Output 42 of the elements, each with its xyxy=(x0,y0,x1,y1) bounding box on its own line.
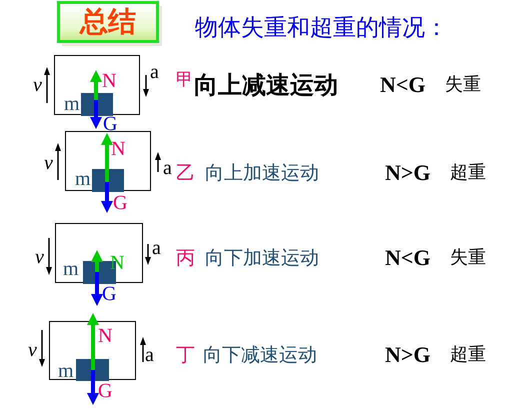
weight-state: 超重 xyxy=(450,346,486,364)
motion-description: 向下减速运动 xyxy=(203,346,317,364)
acceleration-label: a xyxy=(145,345,154,365)
force-label: N xyxy=(110,253,124,273)
force-label: N xyxy=(98,326,112,346)
acceleration-label: a xyxy=(150,62,159,82)
acceleration-label: a xyxy=(163,158,172,178)
mass-label: m xyxy=(63,259,79,279)
force-relation: N>G xyxy=(385,344,431,366)
case-letter: 丁 xyxy=(176,346,195,364)
motion-description: 向下加速运动 xyxy=(205,248,319,268)
velocity-label: v xyxy=(28,340,37,360)
acceleration-label: a xyxy=(152,238,161,258)
badge-text: 总结 xyxy=(78,8,137,36)
mass-label: m xyxy=(64,94,80,114)
force-label: N xyxy=(111,139,126,159)
case-letter: 甲 xyxy=(176,72,193,88)
elevator-box xyxy=(55,223,143,283)
weight-state: 超重 xyxy=(450,164,486,182)
elevator-box xyxy=(54,55,140,115)
force-relation: N<G xyxy=(380,74,426,96)
motion-description: 向上加速运动 xyxy=(205,164,319,182)
mass-label: m xyxy=(58,361,74,381)
case-letter: 丙 xyxy=(176,248,195,268)
elevator-box xyxy=(65,131,151,191)
force-label: N xyxy=(102,71,116,91)
case-letter: 乙 xyxy=(176,164,195,182)
heading: 物体失重和超重的情况： xyxy=(195,16,448,40)
motion-description: 向上减速运动 xyxy=(194,73,338,97)
velocity-label: v xyxy=(33,75,42,95)
velocity-label: v xyxy=(35,247,44,267)
force-relation: N<G xyxy=(385,247,431,269)
force-label: G xyxy=(102,284,116,304)
weight-state: 失重 xyxy=(450,249,486,267)
elevator-box xyxy=(49,321,136,380)
force-label: G xyxy=(113,193,128,213)
weight-state: 失重 xyxy=(445,76,481,94)
force-relation: N>G xyxy=(385,162,431,184)
mass-label: m xyxy=(75,169,91,189)
force-label: G xyxy=(103,114,118,134)
velocity-label: v xyxy=(44,153,53,173)
force-label: G xyxy=(98,381,112,401)
